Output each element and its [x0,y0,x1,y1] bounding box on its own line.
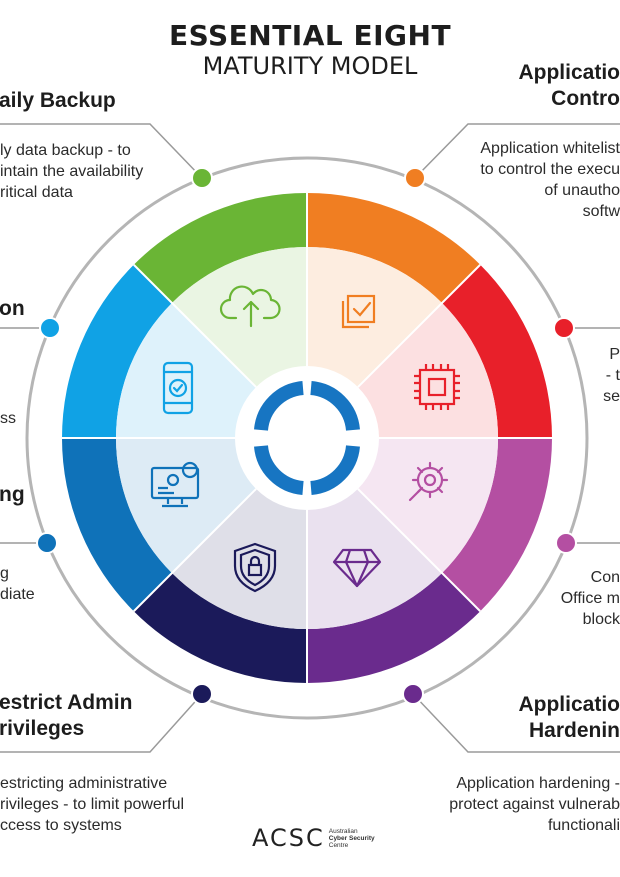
desc-application-control: Application whitelist to control the exe… [480,138,620,222]
connector-admin [0,693,203,753]
segment-divider [357,264,481,388]
label-line: Applicatio [518,693,620,716]
segment-configure-office-macros [442,438,552,612]
segment-restrict-admin-privileges [133,573,307,683]
desc-line: intain the availability [0,163,144,180]
desc-patch-apps: P - t se [603,344,620,407]
label-line: Contro [551,87,620,110]
connector-dot-configure-office-macros [555,532,577,554]
desc-restrict-admin: estricting administrative rivileges - to… [0,773,184,836]
desc-daily-backup: ly data backup - to intain the availabil… [0,140,143,203]
label-restrict-admin: estrict Admin rivileges [0,690,132,742]
label-line: on [0,297,25,320]
desc-line: rivileges - to limit powerful [0,796,185,813]
label-line: rivileges [0,717,85,740]
logo-org-name: Australian Cyber Security Centre [329,828,389,849]
org-line: Australian [328,827,358,835]
label-line: ng [0,483,25,506]
desc-line: block [582,611,620,628]
desc-line: g [0,565,9,582]
segment-divider [133,264,257,388]
label-daily-backup: aily Backup [0,88,116,114]
org-line: Cyber Security [328,834,375,842]
connector-dot-multi-factor-authentication [36,532,58,554]
desc-office-macros: Con Office m block [561,567,620,630]
desc-line: functionali [547,817,620,834]
monitor-gear-icon [150,461,200,508]
desc-line: Con [590,569,620,586]
desc-mfa: g diate [0,563,35,605]
checklist-icon [341,294,376,329]
connector-application-control [414,123,620,179]
acsc-logo: ACSC Australian Cyber Security Centre [252,824,389,852]
label-line: estrict Admin [0,691,133,714]
logo-text: ACSC [252,824,325,852]
center-disc [235,366,379,510]
segment-application-hardening [307,573,481,683]
segment-daily-backup [133,193,307,303]
diagram-title: ESSENTIAL EIGHT MATURITY MODEL [0,19,620,81]
desc-application-hardening: Application hardening - protect against … [449,773,620,836]
label-application-control: Applicatio Contro [518,60,620,112]
cloud-upload-icon [219,285,281,328]
title-line-2: MATURITY MODEL [202,52,418,80]
label-mfa: ng [0,482,25,508]
desc-line: softw [582,203,620,220]
desc-line: Office m [560,590,620,607]
segment-patch-operating-systems [62,264,172,438]
desc-line: P [609,346,620,363]
desc-line: - t [605,367,620,384]
outer-ring-line [25,156,589,720]
segment-patch-applications [442,264,552,438]
segment-divider [133,488,257,612]
chip-icon [414,364,460,410]
desc-line: of unautho [544,182,620,199]
desc-line: ss [0,410,16,427]
label-patch-os: on [0,296,25,322]
segment-application-control [307,193,481,303]
segment-multi-factor-authentication [62,438,172,612]
wrench-gear-icon [408,461,449,502]
label-application-hardening: Applicatio Hardenin [518,692,620,744]
label-line: Hardenin [528,719,620,742]
center-ring-icon [254,381,360,495]
desc-line: se [603,388,620,405]
org-line: Centre [328,841,349,849]
connector-dot-application-hardening [402,683,424,705]
label-line: aily Backup [0,89,116,112]
label-line: Applicatio [518,61,620,84]
connector-dot-application-control [404,167,426,189]
desc-line: Application whitelist [480,140,620,157]
connector-dot-restrict-admin-privileges [191,683,213,705]
desc-line: Application hardening - [456,775,620,792]
connector-daily-backup [0,123,203,179]
connector-dot-daily-backup [191,167,213,189]
title-line-1: ESSENTIAL EIGHT [168,19,452,52]
mobile-check-icon [162,361,194,415]
desc-line: to control the execu [480,161,620,178]
desc-line: diate [0,586,35,603]
desc-line: ccess to systems [0,817,122,834]
desc-line: estricting administrative [0,775,168,792]
connector-hardening [412,693,620,753]
shield-lock-icon [233,542,277,593]
desc-line: ritical data [0,184,73,201]
desc-line: protect against vulnerab [449,796,620,813]
connector-dot-patch-operating-systems [39,317,61,339]
connector-dot-patch-applications [553,317,575,339]
diamond-icon [332,548,382,588]
desc-patch-os: ss [0,408,16,429]
segment-divider [357,488,481,612]
desc-line: ly data backup - to [0,142,131,159]
